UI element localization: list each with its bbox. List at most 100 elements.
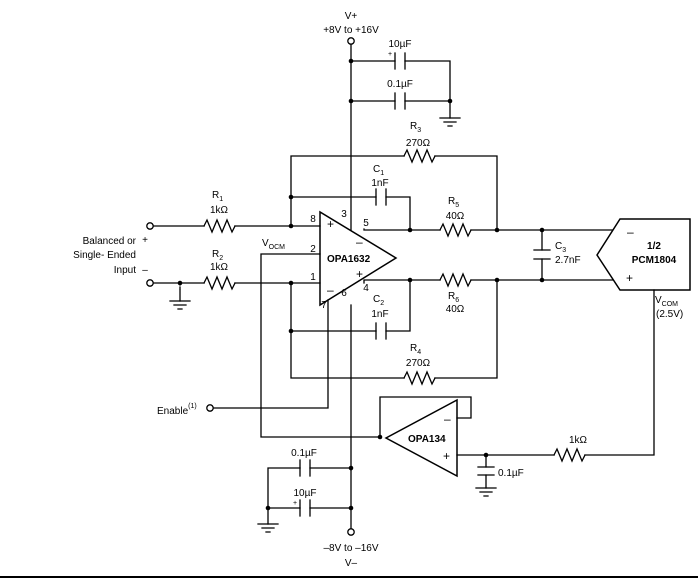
svg-text:R3: R3 [410, 121, 421, 134]
vpos-range-label: +8V to +16V [323, 25, 379, 36]
resistor-r2 [203, 275, 236, 291]
opa1632-amplifier: OPA1632 + – – + 8 3 5 2 1 4 7 6 [310, 209, 398, 311]
vcom-value: (2.5V) [656, 309, 683, 320]
pcm1804-adc: 1/2 PCM1804 – + VCOM (2.5V) [584, 218, 691, 456]
svg-text:C1: C1 [373, 164, 384, 177]
svg-text:VOCM: VOCM [262, 238, 285, 251]
vneg-label: V– [345, 558, 358, 569]
vpos-label: V+ [345, 11, 358, 22]
vocm-main: V [262, 238, 269, 249]
enable-terminal [206, 404, 214, 412]
c2-ref: C [373, 294, 380, 305]
opa134-minus: – [444, 412, 451, 426]
pin8-label: 8 [310, 214, 316, 225]
ground-icon-input [169, 300, 191, 310]
c-bot-10u-polarity: + [293, 500, 297, 507]
pin1-label: 1 [310, 272, 316, 283]
svg-text:Enable(1): Enable(1) [157, 403, 197, 417]
svg-text:C2: C2 [373, 294, 384, 307]
opa134-buffer: OPA134 – + 1kΩ 0.1µF [377, 396, 588, 497]
vocm-sub: OCM [269, 244, 286, 251]
svg-text:R5: R5 [448, 196, 459, 209]
opa134-plus: + [443, 449, 450, 463]
opa1632-plus: + [327, 217, 334, 231]
c3-value: 2.7nF [555, 255, 581, 266]
r1-sub: 1 [219, 196, 223, 203]
resistor-r4 [403, 370, 436, 386]
pcm1804-minus: – [627, 225, 634, 239]
c1-value: 1nF [371, 178, 388, 189]
svg-text:R6: R6 [448, 291, 459, 304]
r3-sub: 3 [417, 127, 421, 134]
r6-sub: 6 [455, 297, 459, 304]
pin7-label: 7 [321, 300, 327, 311]
c-top-10u-label: 10µF [389, 39, 412, 50]
feedback-bottom: R6 40Ω C2 1nF R4 270Ω [288, 272, 621, 386]
r6-value: 40Ω [446, 304, 465, 315]
c2-sub: 2 [380, 300, 384, 307]
opa1632-out-minus: – [356, 235, 363, 249]
vpos-terminal [347, 37, 355, 45]
input-line1: Balanced or [83, 236, 137, 247]
resistor-r-buf [553, 447, 586, 463]
vocm-enable: VOCM Enable(1) [157, 238, 381, 438]
r2-ref: R [212, 249, 219, 260]
pin3-label: 3 [341, 209, 347, 220]
pcm1804-line2: PCM1804 [632, 255, 677, 266]
pcm1804-line1: 1/2 [647, 241, 661, 252]
resistor-r6 [439, 272, 472, 288]
vneg-range-label: –8V to –16V [323, 543, 378, 554]
r5-sub: 5 [455, 202, 459, 209]
r4-value: 270Ω [406, 358, 431, 369]
opa1632-name: OPA1632 [327, 254, 371, 265]
c-buf-01u-label: 0.1µF [498, 468, 524, 479]
input-minus-terminal [146, 279, 154, 287]
input-line2: Single- Ended [73, 250, 136, 261]
input-plus-terminal [146, 222, 154, 230]
opa1632-out-plus: + [356, 267, 363, 281]
r5-ref: R [448, 196, 455, 207]
c-top-01u-label: 0.1µF [387, 79, 413, 90]
r1-ref: R [212, 190, 219, 201]
r2-sub: 2 [219, 255, 223, 262]
top-decoupling-caps: + 10µF 0.1µF [350, 39, 461, 127]
r-buf-value: 1kΩ [569, 435, 588, 446]
c-bot-10u-label: 10µF [294, 488, 317, 499]
svg-text:VCOM: VCOM [655, 295, 678, 308]
svg-text:R4: R4 [410, 343, 421, 356]
enable-note: (1) [188, 403, 197, 410]
input-section: Balanced or Single- Ended Input + – R1 1… [73, 190, 321, 310]
pin5-label: 5 [363, 218, 369, 229]
svg-text:R2: R2 [212, 249, 223, 262]
pcm1804-plus: + [626, 271, 633, 285]
r3-value: 270Ω [406, 138, 431, 149]
capacitor-c3: C3 2.7nF [533, 229, 581, 281]
c-bot-01u-label: 0.1µF [291, 448, 317, 459]
pin4-label: 4 [363, 283, 369, 294]
ground-icon-top [439, 117, 461, 127]
c2-value: 1nF [371, 309, 388, 320]
opa134-triangle [384, 398, 458, 478]
c-top-10u-polarity: + [388, 51, 392, 58]
r4-sub: 4 [417, 349, 421, 356]
resistor-r5 [439, 222, 472, 238]
enable-label: Enable [157, 406, 189, 417]
ground-icon-bottom [257, 523, 279, 533]
c1-ref: C [373, 164, 380, 175]
pin2-label: 2 [310, 244, 316, 255]
svg-text:R1: R1 [212, 190, 223, 203]
opa1632-triangle [319, 210, 398, 307]
input-plus: + [142, 235, 148, 246]
c1-sub: 1 [380, 170, 384, 177]
pcm1804-body [596, 218, 691, 291]
r5-value: 40Ω [446, 211, 465, 222]
negative-supply: 0.1µF + 10µF –8V to –16V V– [257, 448, 379, 569]
r2-value: 1kΩ [210, 262, 229, 273]
vcom-main: V [655, 295, 662, 306]
r4-ref: R [410, 343, 417, 354]
feedback-top: R3 270Ω C1 1nF R5 40Ω [288, 121, 621, 238]
opa1632-minus: – [327, 283, 334, 297]
pin6-label: 6 [341, 288, 347, 299]
c3-ref: C [555, 241, 562, 252]
